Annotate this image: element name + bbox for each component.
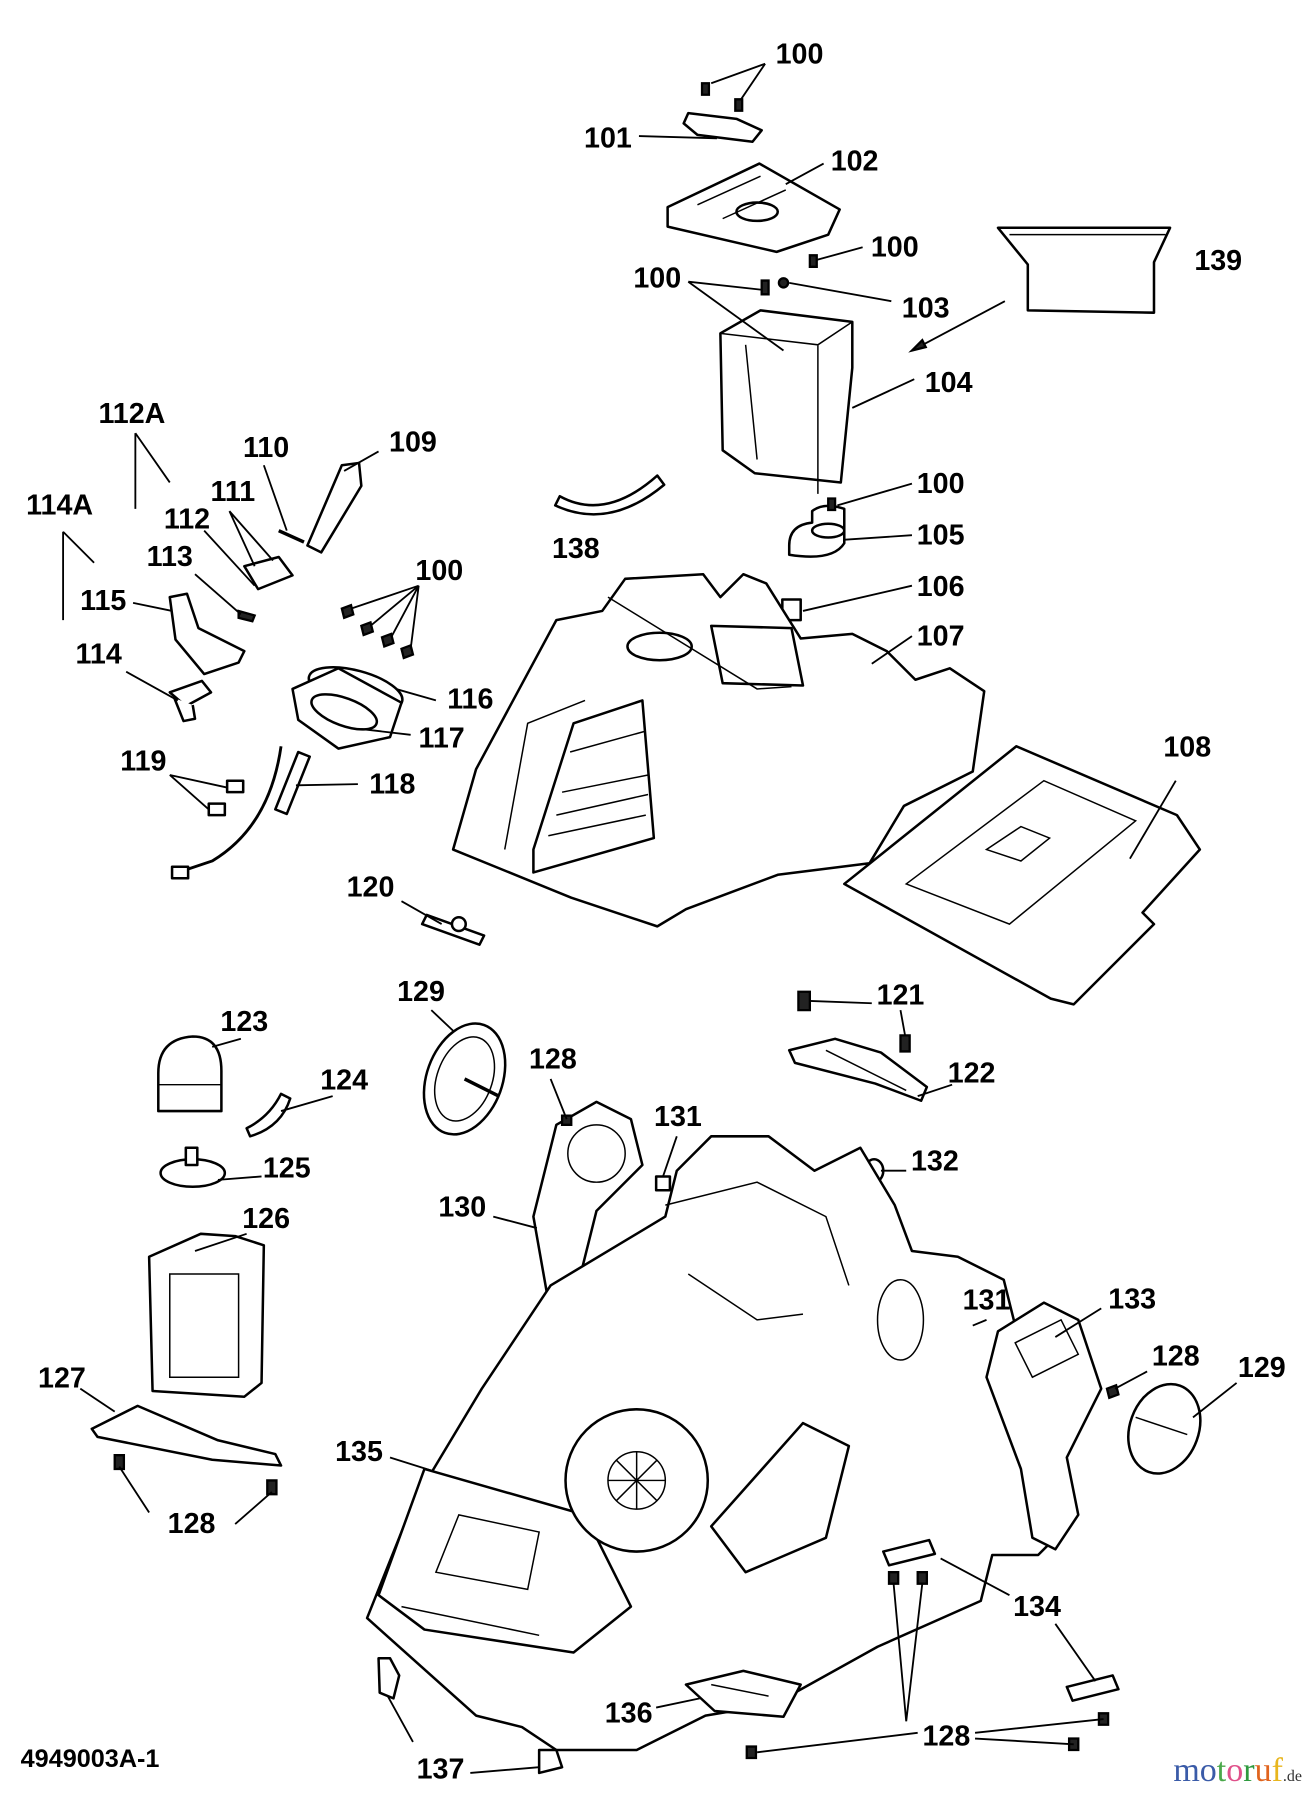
callout-107: 107 (917, 620, 965, 652)
callout-121: 121 (877, 979, 925, 1011)
callout-124: 124 (320, 1064, 368, 1096)
callout-114: 114 (76, 639, 122, 671)
callout-116: 116 (447, 683, 493, 715)
callout-103: 103 (902, 292, 950, 324)
callout-125: 125 (263, 1153, 311, 1185)
callout-123: 123 (220, 1006, 268, 1038)
callout-128: 128 (922, 1720, 970, 1752)
callout-115: 115 (80, 585, 126, 617)
callout-108: 108 (1163, 732, 1211, 764)
callout-128: 128 (168, 1508, 216, 1540)
callout-118: 118 (369, 768, 415, 800)
callout-101: 101 (584, 122, 632, 154)
motoruf-logo: motoruf.de (1173, 1752, 1302, 1789)
callout-133: 133 (1108, 1283, 1156, 1315)
callout-126: 126 (242, 1203, 290, 1235)
callout-131: 131 (963, 1285, 1011, 1317)
callout-120: 120 (347, 872, 395, 904)
callout-100: 100 (917, 468, 965, 500)
callout-135: 135 (335, 1436, 383, 1468)
callout-112: 112 (164, 503, 210, 535)
leader-lines (62, 62, 1238, 1774)
callout-129: 129 (1238, 1352, 1286, 1384)
callout-100: 100 (633, 262, 681, 294)
callout-134: 134 (1013, 1591, 1061, 1623)
callout-104: 104 (925, 367, 973, 399)
callout-111: 111 (211, 476, 256, 508)
callout-113: 113 (147, 541, 193, 573)
callout-138: 138 (552, 533, 600, 565)
callout-114A: 114A (26, 490, 93, 522)
callout-127: 127 (38, 1363, 86, 1395)
callout-137: 137 (417, 1754, 465, 1786)
callout-128: 128 (1152, 1341, 1200, 1373)
reference-code: 4949003A-1 (21, 1745, 160, 1773)
callout-112A: 112A (98, 398, 165, 430)
part-shapes (90, 82, 1202, 1775)
callout-128: 128 (529, 1044, 577, 1076)
callout-129: 129 (397, 976, 445, 1008)
callout-136: 136 (605, 1697, 653, 1729)
callout-102: 102 (831, 145, 879, 177)
callout-131: 131 (654, 1101, 702, 1133)
callout-117: 117 (419, 722, 465, 754)
callout-labels: 100 101 102 100 100 103 139 104 112A 110 109 114A 11… (26, 39, 1286, 1786)
callout-122: 122 (948, 1057, 996, 1089)
callout-132: 132 (911, 1146, 959, 1178)
callout-105: 105 (917, 519, 965, 551)
callout-110: 110 (243, 432, 289, 464)
callout-139: 139 (1194, 245, 1242, 277)
callout-100: 100 (871, 231, 919, 263)
callout-109: 109 (389, 426, 437, 458)
callout-106: 106 (917, 571, 965, 603)
callout-130: 130 (438, 1192, 486, 1224)
callout-100: 100 (415, 555, 463, 587)
callout-119: 119 (120, 745, 166, 777)
callout-100: 100 (776, 39, 824, 71)
